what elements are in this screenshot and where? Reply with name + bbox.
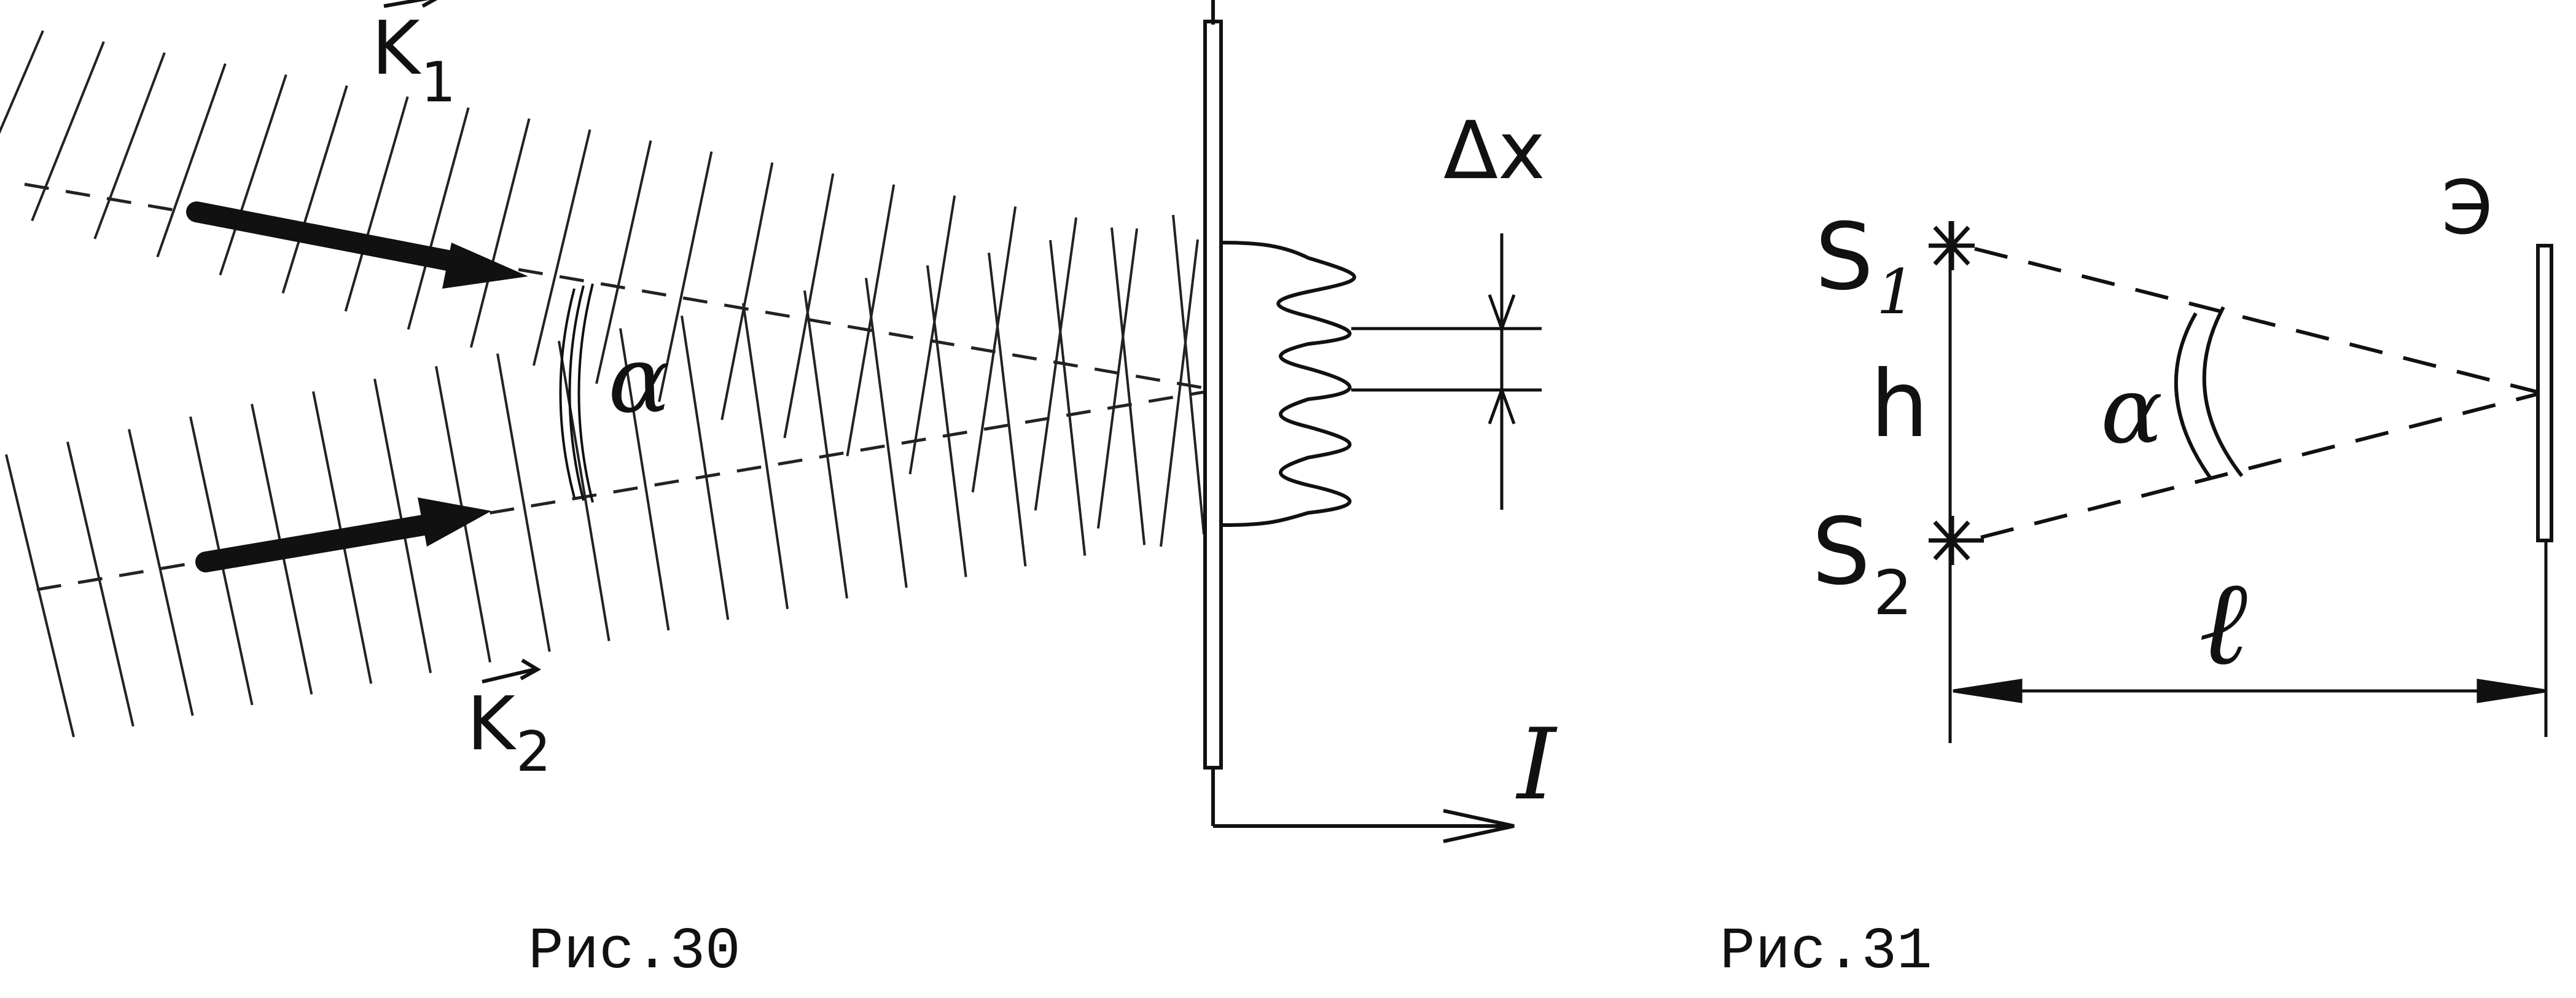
screen-label: Э (2441, 166, 2493, 251)
figure-30: K 1 K 2 α Δx I Рис.30 (0, 0, 1558, 985)
angle-alpha-arcs-31 (2174, 306, 2244, 480)
wave-front-upper (93, 52, 166, 240)
k2-letter: K (467, 682, 517, 767)
k2-arrow-head (418, 497, 491, 547)
wave-front-upper (1160, 239, 1199, 547)
wave-front-lower (926, 265, 967, 577)
wave-front-upper (407, 107, 470, 330)
wave-front-upper (595, 140, 652, 384)
intensity-axes (1211, 768, 1515, 843)
figure-31: S 1 S 2 h α Э ℓ Рис.31 (1720, 166, 2553, 985)
wave-front-upper (1034, 217, 1078, 511)
s1-subscript: 1 (1876, 256, 1916, 328)
label-k2: K 2 (467, 658, 551, 784)
alpha-label-31: α (2101, 357, 2163, 464)
beam-axes (24, 182, 1217, 591)
beam-2-axis (36, 388, 1217, 591)
caption-30: Рис.30 (528, 918, 741, 985)
wave-front-upper (720, 162, 774, 421)
distance-l-marker (1953, 540, 2548, 737)
s2-subscript: 2 (1873, 557, 1913, 629)
k2-arrow-shaft (195, 515, 434, 572)
source-s2-icon (1929, 516, 1984, 565)
source-rays (1974, 247, 2542, 539)
wave-front-lower (681, 315, 730, 620)
fringe-intensity-curve (1222, 241, 1356, 527)
wave-front-upper (156, 63, 227, 258)
wave-front-lower (1049, 240, 1087, 556)
wave-fronts (0, 30, 1205, 738)
wave-front-lower (1172, 214, 1205, 535)
wave-front-lower (66, 442, 135, 727)
wave-front-upper (658, 151, 713, 402)
k2-subscript: 2 (516, 720, 551, 784)
angle-alpha-arcs (559, 283, 594, 503)
wave-front-lower (5, 454, 75, 738)
wave-front-lower (128, 429, 194, 716)
wave-front-lower (619, 328, 670, 631)
ray-s2 (1980, 391, 2542, 539)
wave-front-lower (803, 290, 848, 599)
wave-front-upper (344, 96, 409, 312)
k1-letter: K (372, 6, 422, 92)
wave-front-upper (31, 41, 105, 222)
k1-subscript: 1 (421, 50, 456, 115)
s1-letter: S (1815, 204, 1873, 311)
wave-front-upper (908, 195, 956, 475)
screen-31 (2536, 244, 2553, 542)
wave-front-lower (742, 303, 789, 609)
wave-vectors (186, 201, 528, 572)
h-label: h (1870, 351, 1929, 458)
k1-arrow-head (442, 243, 528, 289)
s2-letter: S (1812, 499, 1870, 606)
delta-x-label: Δx (1443, 104, 1545, 197)
wave-front-upper (783, 173, 835, 439)
wave-front-lower (988, 252, 1027, 567)
screen-30 (1203, 20, 1223, 770)
wave-front-upper (469, 118, 531, 348)
label-s1: S 1 (1815, 204, 1916, 328)
delta-x-marker (1351, 233, 1542, 510)
caption-31: Рис.31 (1720, 918, 1932, 985)
wave-front-lower (558, 340, 611, 642)
label-s2: S 2 (1812, 499, 1913, 629)
wave-front-upper (281, 85, 348, 294)
intensity-label: I (1515, 707, 1558, 822)
wave-front-upper (971, 206, 1017, 493)
beam-1-axis (24, 182, 1217, 392)
label-k1: K 1 (372, 0, 456, 115)
wave-front-lower (865, 278, 908, 588)
source-s1-icon (1929, 221, 1975, 270)
wave-front-upper (533, 129, 591, 366)
wave-front-lower (496, 353, 551, 652)
k1-arrow-shaft (186, 201, 477, 275)
wave-front-upper (0, 30, 44, 134)
wave-front-lower (1110, 227, 1146, 545)
ray-s1 (1974, 247, 2542, 395)
l-label: ℓ (2199, 555, 2247, 691)
wave-front-upper (219, 74, 287, 276)
wave-front-upper (1096, 228, 1139, 529)
alpha-label-30: α (608, 327, 670, 434)
